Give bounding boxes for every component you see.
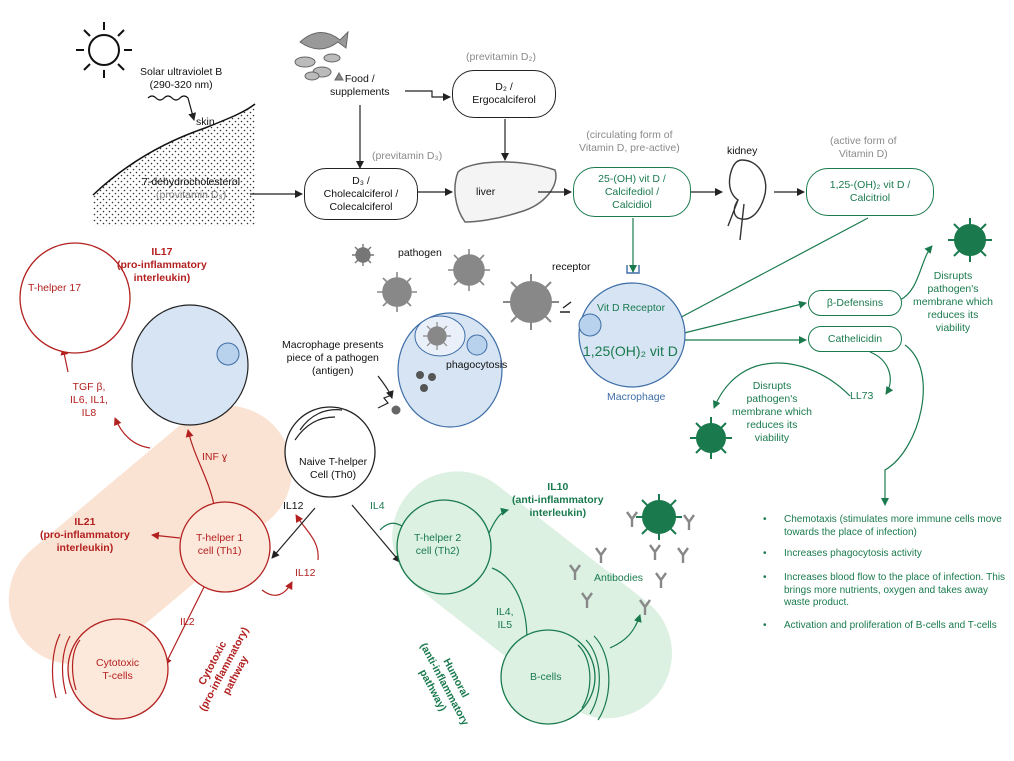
kidney-icon xyxy=(727,159,767,241)
pathogen-label: pathogen xyxy=(398,247,442,259)
virus-icon-green-top xyxy=(948,218,992,262)
inf-gamma-label: INF ɣ xyxy=(202,451,228,463)
skin-layer xyxy=(93,104,255,226)
th17-label: T-helper 17 xyxy=(28,282,82,294)
receptor-label: receptor xyxy=(552,261,591,273)
previtamin-d2-label: (previtamin D₂) xyxy=(466,51,537,63)
virus-icon-gray-2 xyxy=(448,249,490,291)
virus-icon-engulfed xyxy=(423,322,451,350)
b-cells-label: B-cells xyxy=(530,671,562,683)
cytotoxic-pathway-band xyxy=(8,405,292,665)
antibody-icons xyxy=(569,511,695,615)
il2-label: IL2 xyxy=(180,616,195,628)
cholecalciferol-box: D₃ /Cholecalciferol /Colecalciferol xyxy=(304,168,418,220)
skin-label: skin xyxy=(196,116,215,128)
b-cell xyxy=(500,629,596,725)
naive-t-helper-cell xyxy=(284,406,376,498)
macrophage-label: Macrophage xyxy=(607,391,666,403)
effect-item-4: •Activation and proliferation of B-cells… xyxy=(763,620,997,631)
antibodies-label: Antibodies xyxy=(594,572,644,584)
ll73-label: LL73 xyxy=(850,390,874,402)
ergocalciferol-box: D₂ /Ergocalciferol xyxy=(452,70,556,118)
solar-uvb-label: Solar ultraviolet B(290-320 nm) xyxy=(140,66,223,91)
vit-d-inside-label: 1,25(OH)₂ vit D xyxy=(583,343,678,359)
phagocytosis-label: phagocytosis xyxy=(446,359,508,371)
effect-item-2: •Increases phagocytosis activity xyxy=(763,548,922,559)
food-icon xyxy=(294,30,349,81)
vit-d-receptor-label: Vit D Receptor xyxy=(597,302,666,314)
virus-icon-gray-1 xyxy=(377,272,417,312)
beta-defensins-box: β-Defensins xyxy=(808,290,902,316)
previtamin-d3-label: (previtamin D₃) xyxy=(372,150,443,162)
cathelicidin-box: Cathelicidin xyxy=(808,326,902,352)
tgf-label: TGF β,IL6, IL1,IL8 xyxy=(70,381,108,419)
il12-label-top: IL12 xyxy=(283,500,304,512)
th2-cell xyxy=(396,499,492,595)
virus-icon-large xyxy=(503,274,559,330)
il4-il5-label: IL4,IL5 xyxy=(496,606,514,631)
calcitriol-box: 1,25-(OH)₂ vit D /Calcitriol xyxy=(806,168,934,216)
liver-icon xyxy=(454,161,557,223)
virus-icon-small xyxy=(352,244,374,266)
dehydrocholesterol-label: 7-dehydrocholesterol xyxy=(142,176,241,188)
il12-label-bottom: IL12 xyxy=(295,567,316,579)
sun-icon xyxy=(76,22,132,78)
uv-ray-icon xyxy=(147,95,197,121)
calcifediol-box: 25-(OH) vit D /Calcifediol /Calcidiol xyxy=(573,167,691,217)
provitamin-d3-label: (provitamin D₃) xyxy=(156,189,227,201)
macrophage-cell-main xyxy=(578,282,686,388)
kidney-label: kidney xyxy=(727,145,758,157)
food-supplements-label: Food /supplements xyxy=(330,73,390,98)
effect-item-1: •Chemotaxis (stimulates more immune cell… xyxy=(763,514,1002,538)
th1-cell xyxy=(179,501,271,593)
macrophage-cell-left xyxy=(131,304,249,426)
virus-icon-green-mid xyxy=(690,417,732,459)
th17-cell xyxy=(19,242,131,354)
effect-item-3: •Increases blood flow to the place of in… xyxy=(763,572,1006,608)
il4-label: IL4 xyxy=(370,500,385,512)
virus-icon-green-antibodies xyxy=(636,494,682,540)
liver-label: liver xyxy=(476,186,496,198)
cytotoxic-t-cell xyxy=(67,618,169,720)
receptor-icon xyxy=(626,265,640,274)
